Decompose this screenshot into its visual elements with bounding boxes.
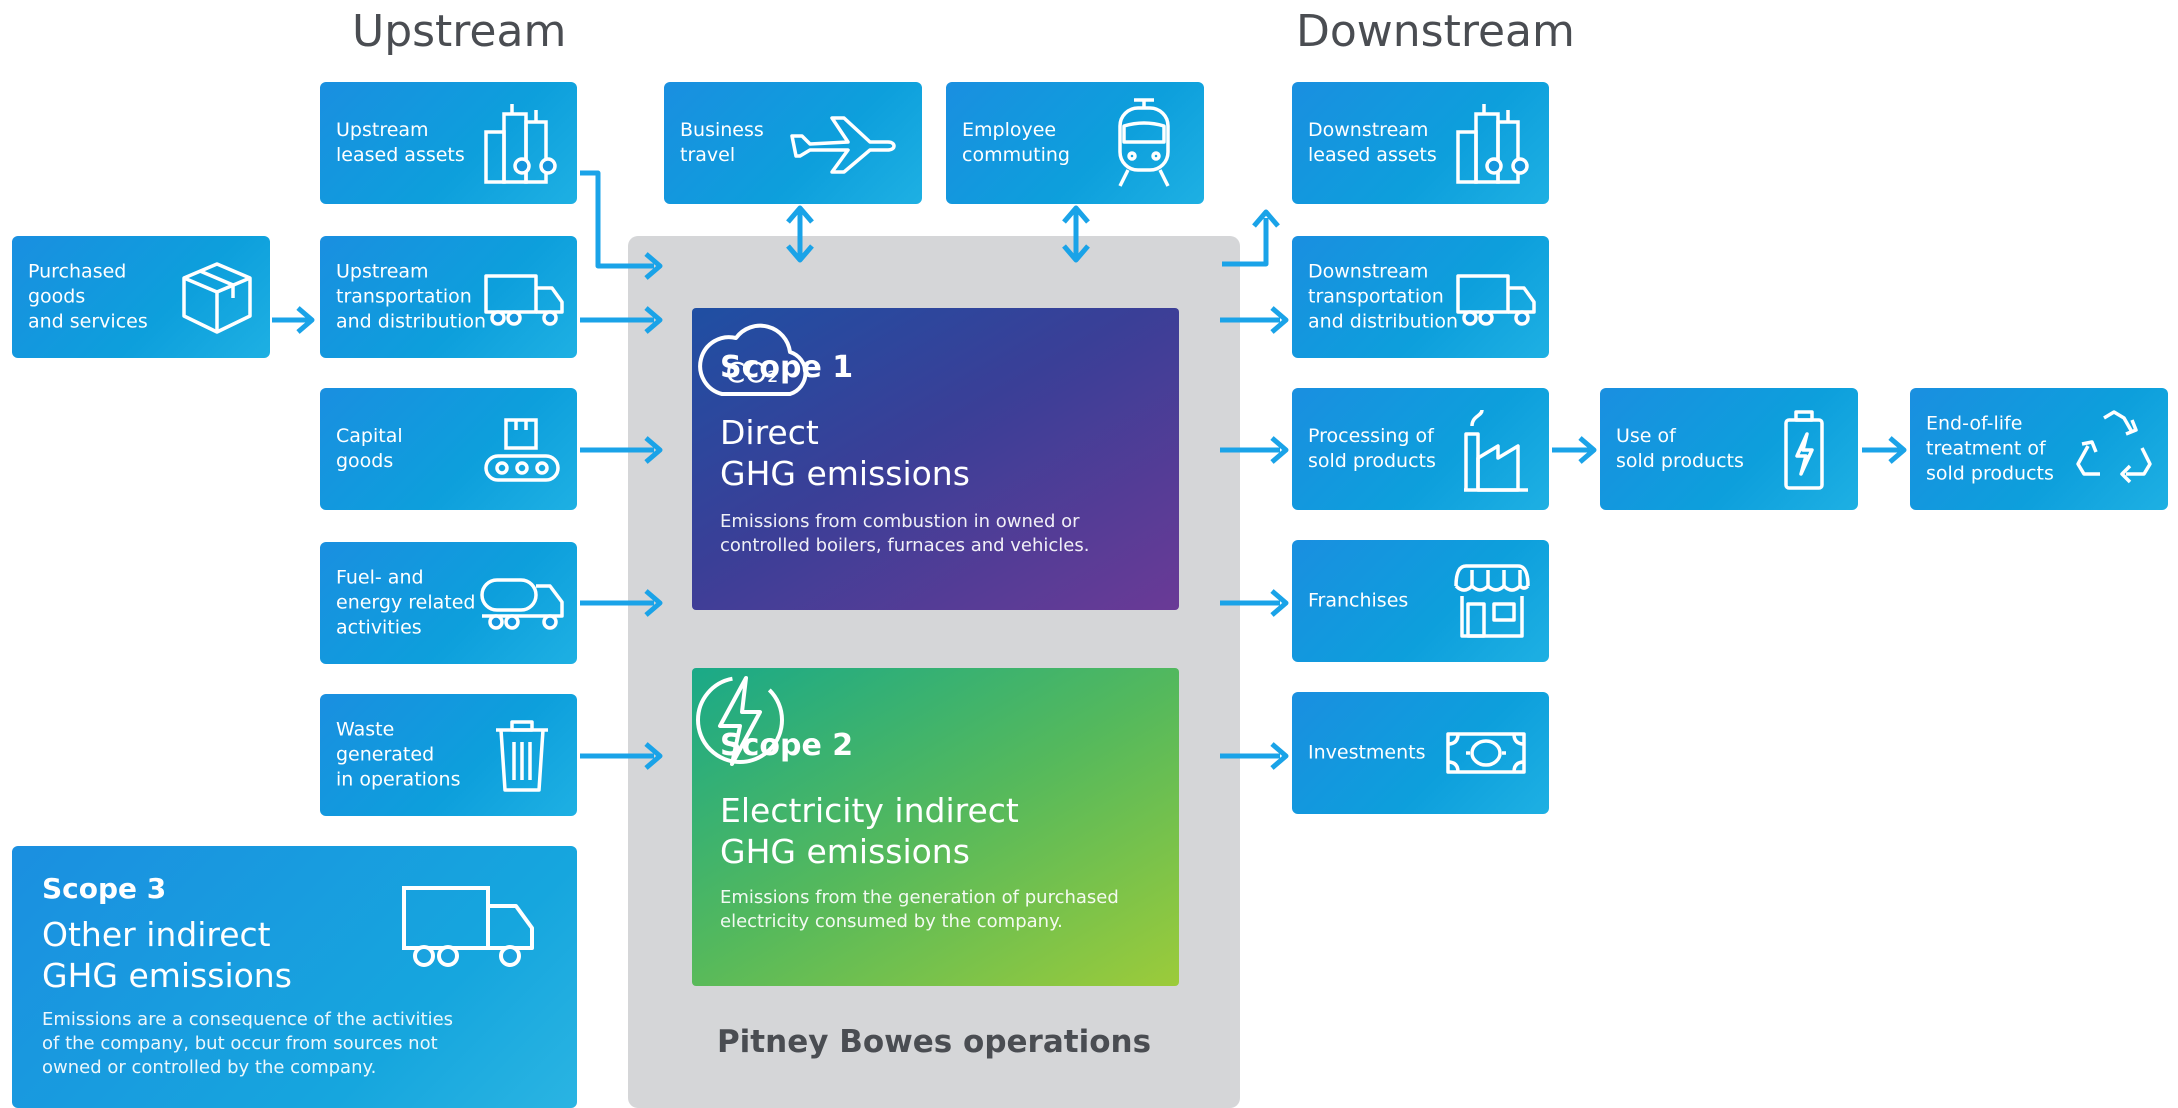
- scope1-heading: Scope 1: [720, 350, 854, 385]
- upstream-heading: Upstream: [352, 6, 567, 57]
- business-travel-box: Business travel: [664, 82, 922, 204]
- arrowhead-investments: [1270, 742, 1289, 770]
- scope1-card: Scope 1 Direct GHG emissions Emissions f…: [692, 308, 1179, 610]
- city-buildings-icon: [484, 104, 557, 184]
- scope1-description: Emissions from combustion in owned or co…: [720, 511, 1090, 556]
- airplane-icon: [790, 116, 896, 174]
- truck-icon: [402, 886, 534, 967]
- processing-label: Processing of sold products: [1308, 425, 1436, 472]
- arrowhead-downstream-transport: [1270, 306, 1289, 334]
- delivery-truck-icon: [484, 274, 564, 326]
- trash-bin-icon: [496, 720, 548, 792]
- fuel-energy-box: Fuel- and energy related activities: [320, 542, 577, 664]
- package-box-icon: [182, 262, 252, 334]
- scope3-heading: Scope 3: [42, 872, 167, 905]
- employee-commuting-label: Employee commuting: [962, 119, 1070, 166]
- use-label: Use of sold products: [1616, 425, 1744, 472]
- purchased-goods-label: Purchased goods and services: [28, 260, 148, 333]
- arrowhead-business-travel: [786, 205, 814, 263]
- end-of-life-label: End-of-life treatment of sold products: [1926, 412, 2054, 485]
- fuel-energy-label: Fuel- and energy related activities: [336, 566, 476, 639]
- upstream-transport-label: Upstream transportation and distribution: [336, 260, 487, 333]
- use-box: Use of sold products: [1600, 388, 1858, 510]
- downstream-heading: Downstream: [1296, 6, 1575, 57]
- arrowhead-downstream-leased: [1252, 209, 1280, 228]
- processing-box: Processing of sold products: [1292, 388, 1549, 510]
- scope2-description: Emissions from the generation of purchas…: [720, 887, 1119, 932]
- scope1-title: Direct GHG emissions: [720, 413, 970, 493]
- purchased-goods-box: Purchased goods and services: [12, 236, 270, 358]
- storefront-icon: [1454, 564, 1530, 638]
- investments-box: Investments: [1292, 692, 1549, 814]
- battery-icon: [1784, 410, 1824, 490]
- lightning-icon: [696, 676, 784, 766]
- upstream-leased-assets-label: Upstream leased assets: [336, 119, 465, 166]
- downstream-transport-label: Downstream transportation and distributi…: [1308, 260, 1459, 333]
- arrowhead-fuel-energy: [644, 589, 663, 617]
- operations-label: Pitney Bowes operations: [716, 1024, 1152, 1060]
- arrowhead-purchased-goods: [296, 306, 315, 334]
- arrowhead-employee-commuting: [1062, 205, 1090, 263]
- franchises-box: Franchises: [1292, 540, 1549, 662]
- scope2-title: Electricity indirect GHG emissions: [720, 791, 1019, 871]
- scope2-heading: Scope 2: [720, 728, 854, 763]
- arrowhead-waste: [644, 742, 663, 770]
- scope2-card: Scope 2 Electricity indirect GHG emissio…: [692, 668, 1179, 986]
- arrowhead-use: [1578, 436, 1597, 464]
- scope3-card: Scope 3 Other indirect GHG emissions Emi…: [12, 846, 577, 1108]
- co2-cloud-icon: CO₂: [698, 323, 808, 396]
- downstream-leased-assets-box: Downstream leased assets: [1292, 82, 1549, 204]
- city-buildings-icon: [1456, 104, 1529, 184]
- arrowhead-processing: [1270, 436, 1289, 464]
- downstream-transport-box: Downstream transportation and distributi…: [1292, 236, 1549, 358]
- delivery-truck-icon: [1456, 274, 1536, 326]
- downstream-leased-assets-label: Downstream leased assets: [1308, 119, 1437, 166]
- train-icon: [1118, 98, 1170, 187]
- franchises-label: Franchises: [1308, 589, 1409, 612]
- arrow-upstream-leased: [580, 170, 654, 269]
- scope3-title: Other indirect GHG emissions: [42, 915, 292, 995]
- arrowhead-upstream-leased: [644, 252, 663, 280]
- investments-label: Investments: [1308, 741, 1426, 764]
- scope3-description: Emissions are a consequence of the activ…: [42, 1009, 454, 1078]
- business-travel-label: Business travel: [680, 119, 764, 166]
- banknote-icon: [1446, 732, 1526, 774]
- capital-goods-box: Capital goods: [320, 388, 577, 510]
- waste-label: Waste generated in operations: [336, 718, 461, 791]
- employee-commuting-box: Employee commuting: [946, 82, 1204, 204]
- recycle-icon: [2076, 410, 2152, 484]
- conveyor-belt-icon: [484, 418, 560, 482]
- waste-box: Waste generated in operations: [320, 694, 577, 816]
- factory-icon: [1464, 409, 1528, 492]
- arrowhead-franchises: [1270, 589, 1289, 617]
- arrowhead-capital-goods: [644, 436, 663, 464]
- arrowhead-end-of-life: [1888, 436, 1907, 464]
- arrow-downstream-leased: [1222, 218, 1269, 267]
- end-of-life-box: End-of-life treatment of sold products: [1910, 388, 2168, 510]
- co2-text: CO₂: [726, 356, 779, 389]
- capital-goods-label: Capital goods: [336, 425, 403, 472]
- upstream-transport-box: Upstream transportation and distribution: [320, 236, 577, 358]
- tanker-truck-icon: [480, 578, 564, 630]
- upstream-leased-assets-box: Upstream leased assets: [320, 82, 577, 204]
- arrowhead-upstream-transport: [644, 306, 663, 334]
